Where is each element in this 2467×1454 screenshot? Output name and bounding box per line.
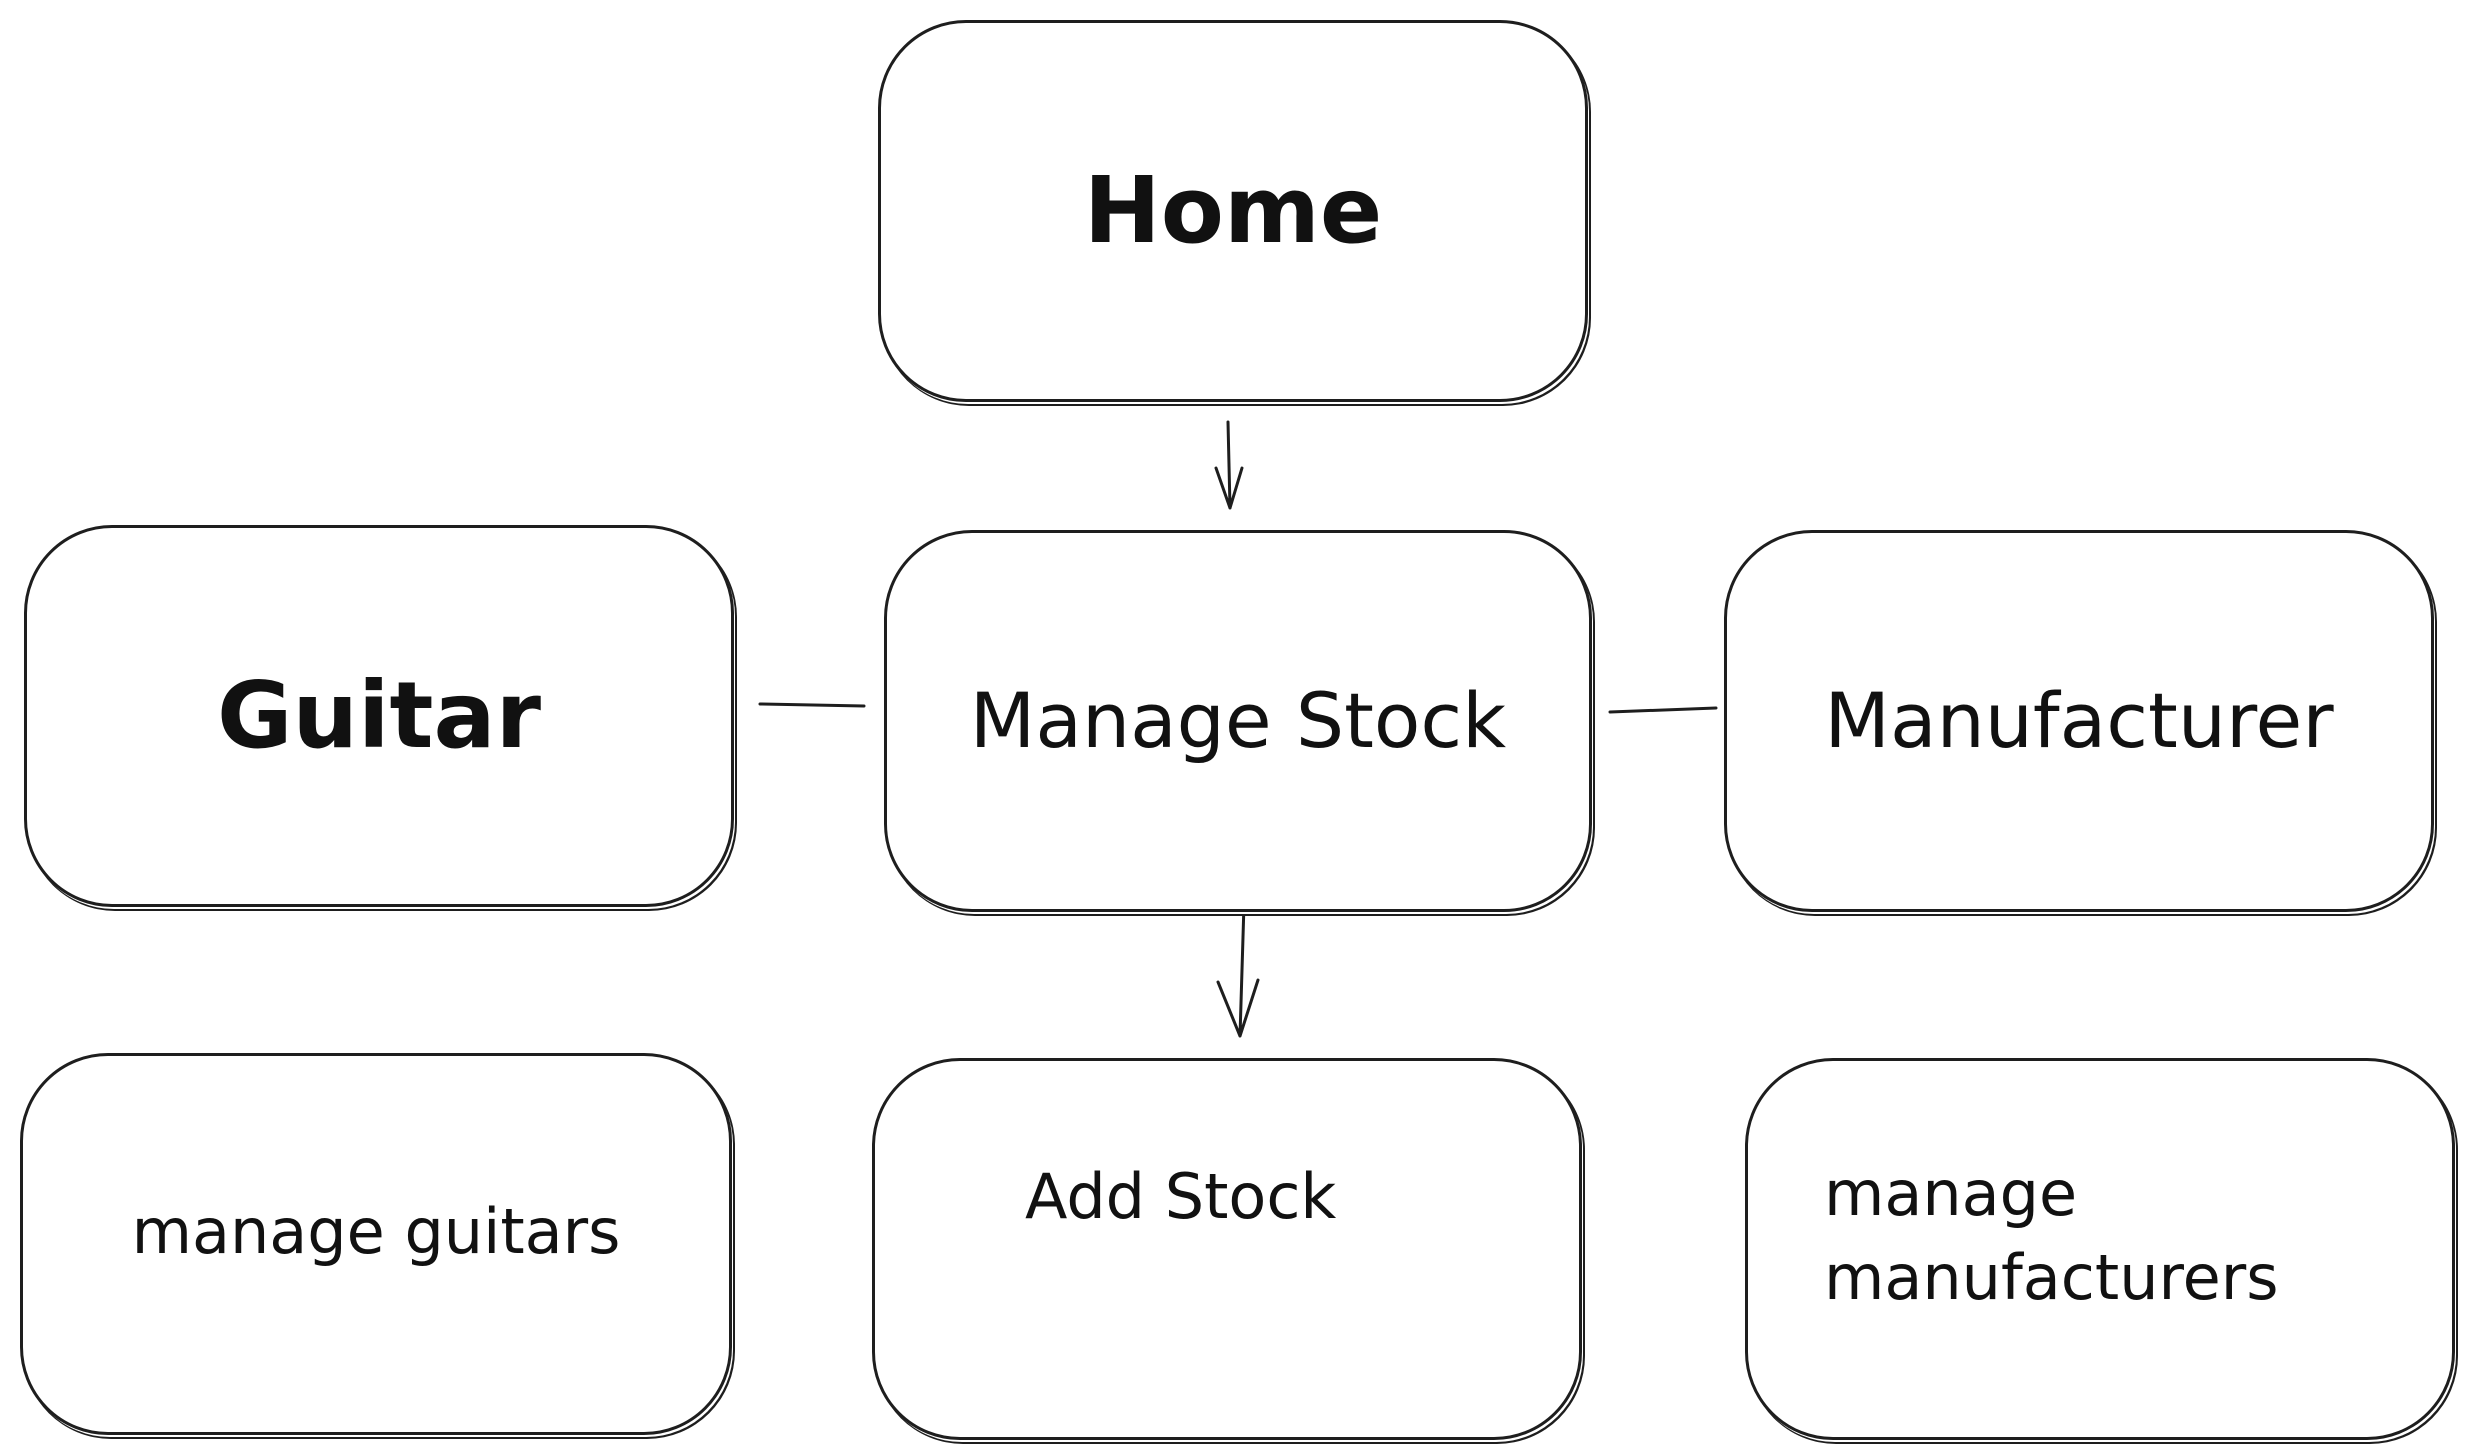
node-manage-stock-label: Manage Stock bbox=[969, 676, 1507, 766]
arrow-manage-stock-to-add-stock bbox=[1216, 902, 1260, 1038]
connector-guitar-to-manage-stock bbox=[758, 702, 866, 708]
node-manufacturer-label: Manufacturer bbox=[1824, 676, 2334, 766]
connector-manage-stock-to-manufacturer bbox=[1608, 706, 1718, 714]
node-manage-guitars: manage guitars bbox=[20, 1053, 732, 1435]
node-manage-manufacturers-label: manage manufacturers bbox=[1824, 1152, 2279, 1319]
arrow-home-to-manage-stock bbox=[1214, 420, 1244, 510]
node-home: Home bbox=[878, 20, 1588, 402]
node-guitar-label: Guitar bbox=[217, 662, 541, 770]
node-manage-manufacturers: manage manufacturers bbox=[1745, 1058, 2455, 1440]
node-guitar: Guitar bbox=[24, 525, 734, 907]
node-add-stock-label: Add Stock bbox=[1025, 1160, 1337, 1233]
node-home-label: Home bbox=[1083, 157, 1383, 265]
node-manage-manufacturers-line2: manufacturers bbox=[1824, 1241, 2279, 1314]
node-manage-guitars-label: manage guitars bbox=[131, 1195, 621, 1269]
node-manage-manufacturers-line1: manage bbox=[1824, 1157, 2078, 1231]
node-manage-stock: Manage Stock bbox=[884, 530, 1592, 912]
node-manufacturer: Manufacturer bbox=[1724, 530, 2434, 912]
node-add-stock: Add Stock bbox=[872, 1058, 1582, 1440]
